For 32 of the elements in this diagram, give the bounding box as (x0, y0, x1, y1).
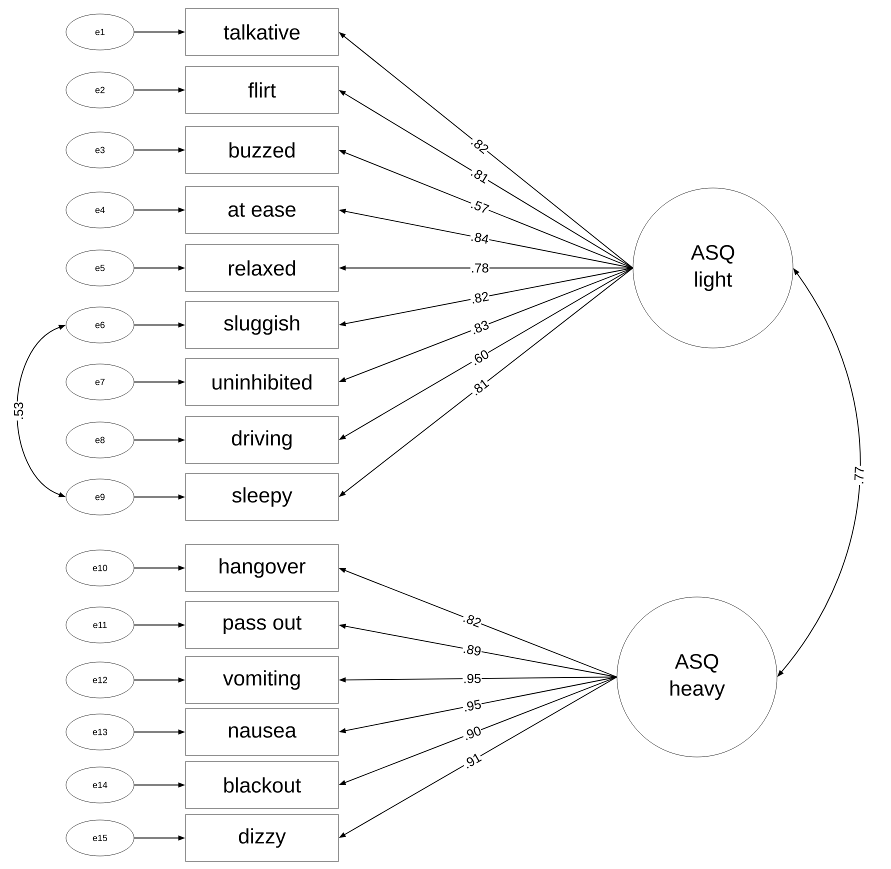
item-box: pass out (185, 601, 339, 649)
item-box: nausea (185, 708, 339, 756)
item-box: buzzed (185, 126, 339, 174)
item-box: driving (185, 416, 339, 464)
item-box: flirt (185, 66, 339, 114)
edge-label: .53 (13, 401, 24, 421)
item-box: uninhibited (185, 358, 339, 406)
edge-label: .82 (470, 290, 490, 304)
edge-label: .84 (470, 230, 490, 245)
item-box: at ease (185, 186, 339, 234)
edge-label: .77 (854, 466, 864, 486)
edge-label: .90 (461, 724, 483, 742)
item-box: hangover (185, 544, 339, 592)
item-box: blackout (185, 761, 339, 809)
edge-label: .82 (469, 135, 490, 156)
edge-label: .81 (469, 166, 491, 185)
edge-label: .57 (469, 198, 491, 215)
edge-label: .91 (461, 752, 483, 770)
edge-label: .95 (462, 673, 482, 684)
edge-label: .60 (469, 348, 491, 367)
item-box: sluggish (185, 301, 339, 349)
edge-label: .95 (462, 698, 483, 712)
item-box: talkative (185, 8, 339, 56)
edge-label: .78 (470, 262, 490, 274)
edge-label: .83 (469, 319, 491, 336)
edge-label: .82 (461, 612, 483, 629)
item-box: vomiting (185, 656, 339, 704)
edge-label: .81 (469, 377, 491, 397)
item-box: relaxed (185, 244, 339, 292)
item-box: sleepy (185, 473, 339, 521)
edge-label: .89 (462, 643, 482, 657)
item-box: dizzy (185, 814, 339, 862)
